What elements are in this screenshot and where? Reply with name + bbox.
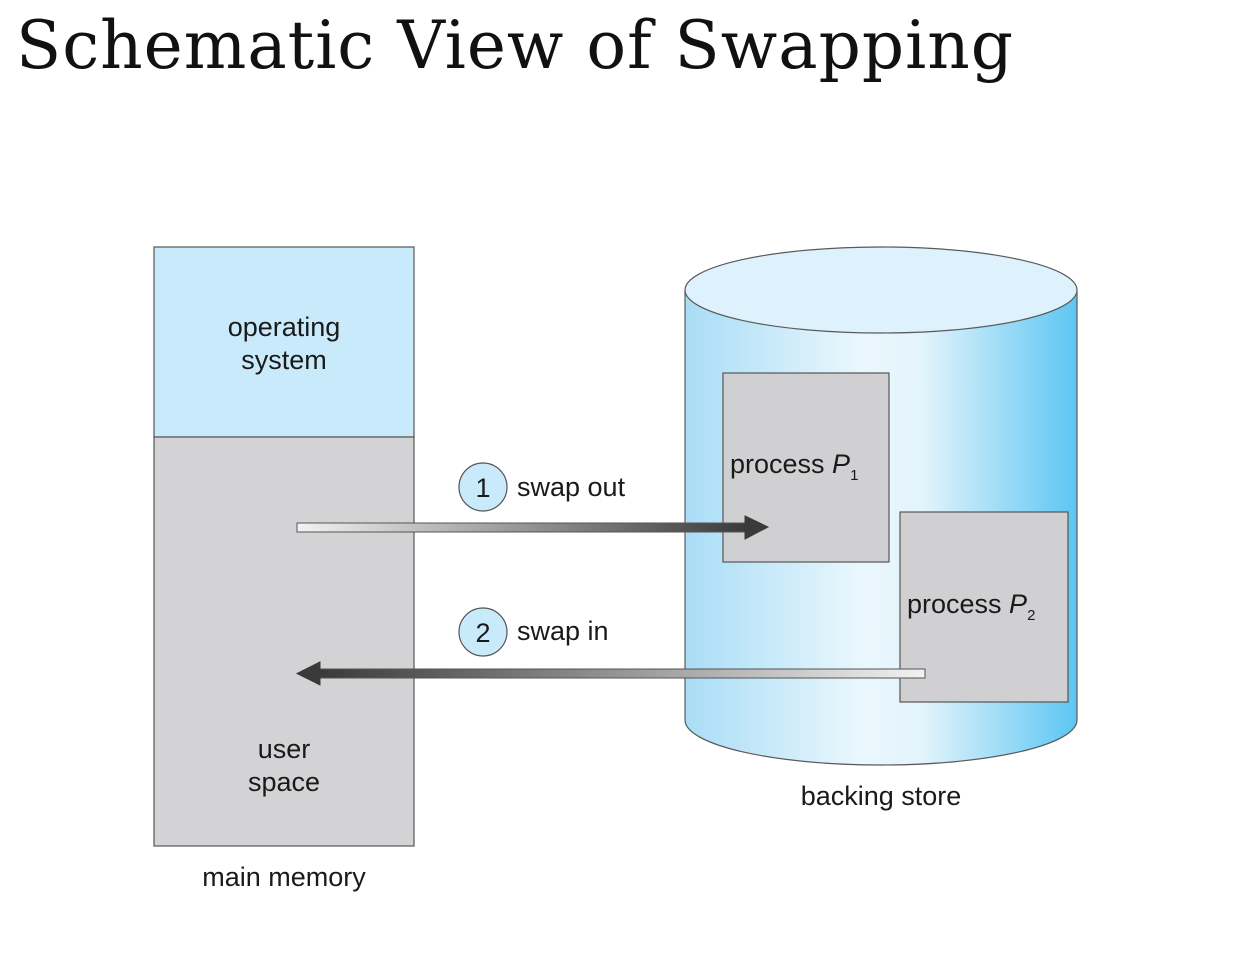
swap-in-arrow-head <box>295 661 321 686</box>
user-space-label-line2: space <box>248 767 320 797</box>
swap-in-step: 2 swap in <box>295 607 926 686</box>
step-1-label: swap out <box>517 472 626 502</box>
swap-in-arrow-shaft <box>319 668 926 679</box>
main-memory-caption: main memory <box>202 862 366 892</box>
operating-system-region <box>153 246 415 438</box>
swap-out-arrow <box>296 515 770 540</box>
swap-out-step: 1 swap out <box>296 462 770 540</box>
process-p2-box <box>899 511 1069 703</box>
swap-out-arrow-shaft <box>296 522 746 533</box>
main-memory: operating system user space main memory <box>153 246 415 892</box>
step-1-circle <box>458 462 508 512</box>
step-2-number: 2 <box>475 618 490 648</box>
os-label-line2: system <box>241 345 327 375</box>
backing-store-caption: backing store <box>801 781 962 811</box>
process-p1-label: process P1 <box>730 449 858 484</box>
backing-store-cylinder-top <box>684 246 1078 334</box>
swap-in-arrow <box>295 661 926 686</box>
step-1-number: 1 <box>475 473 490 503</box>
process-p2-label: process P2 <box>907 589 1035 624</box>
swap-out-arrow-head <box>744 515 770 540</box>
slide-title: Schematic View of Swapping <box>16 7 1014 84</box>
step-2-label: swap in <box>517 616 609 646</box>
os-label-line1: operating <box>228 312 341 342</box>
user-space-label-line1: user <box>258 734 311 764</box>
user-space-region <box>153 436 415 847</box>
step-2-circle <box>458 607 508 657</box>
